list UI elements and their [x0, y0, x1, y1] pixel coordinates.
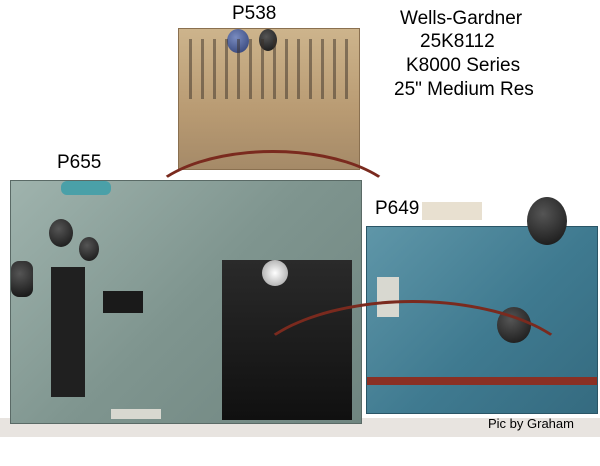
title-line-3: K8000 Series — [406, 55, 521, 76]
chip — [103, 291, 143, 313]
capacitor — [527, 197, 567, 245]
title-line-1: Wells-Gardner — [400, 8, 523, 29]
capacitor — [49, 219, 73, 247]
resistor — [422, 202, 482, 220]
wire — [240, 300, 586, 466]
heatsink — [51, 267, 85, 397]
label-p538: P538 — [232, 3, 277, 24]
capacitor — [79, 237, 99, 261]
components — [189, 39, 349, 99]
wire — [140, 150, 406, 276]
connector — [111, 409, 161, 419]
capacitor — [61, 181, 111, 195]
title-line-2: 25K8112 — [420, 31, 495, 52]
board-p538 — [178, 28, 360, 170]
label-p655: P655 — [57, 152, 102, 173]
title-line-4: 25" Medium Res — [394, 79, 534, 100]
label-p649: P649 — [375, 198, 420, 219]
capacitor — [11, 261, 33, 297]
photo-credit: Pic by Graham — [488, 416, 574, 431]
